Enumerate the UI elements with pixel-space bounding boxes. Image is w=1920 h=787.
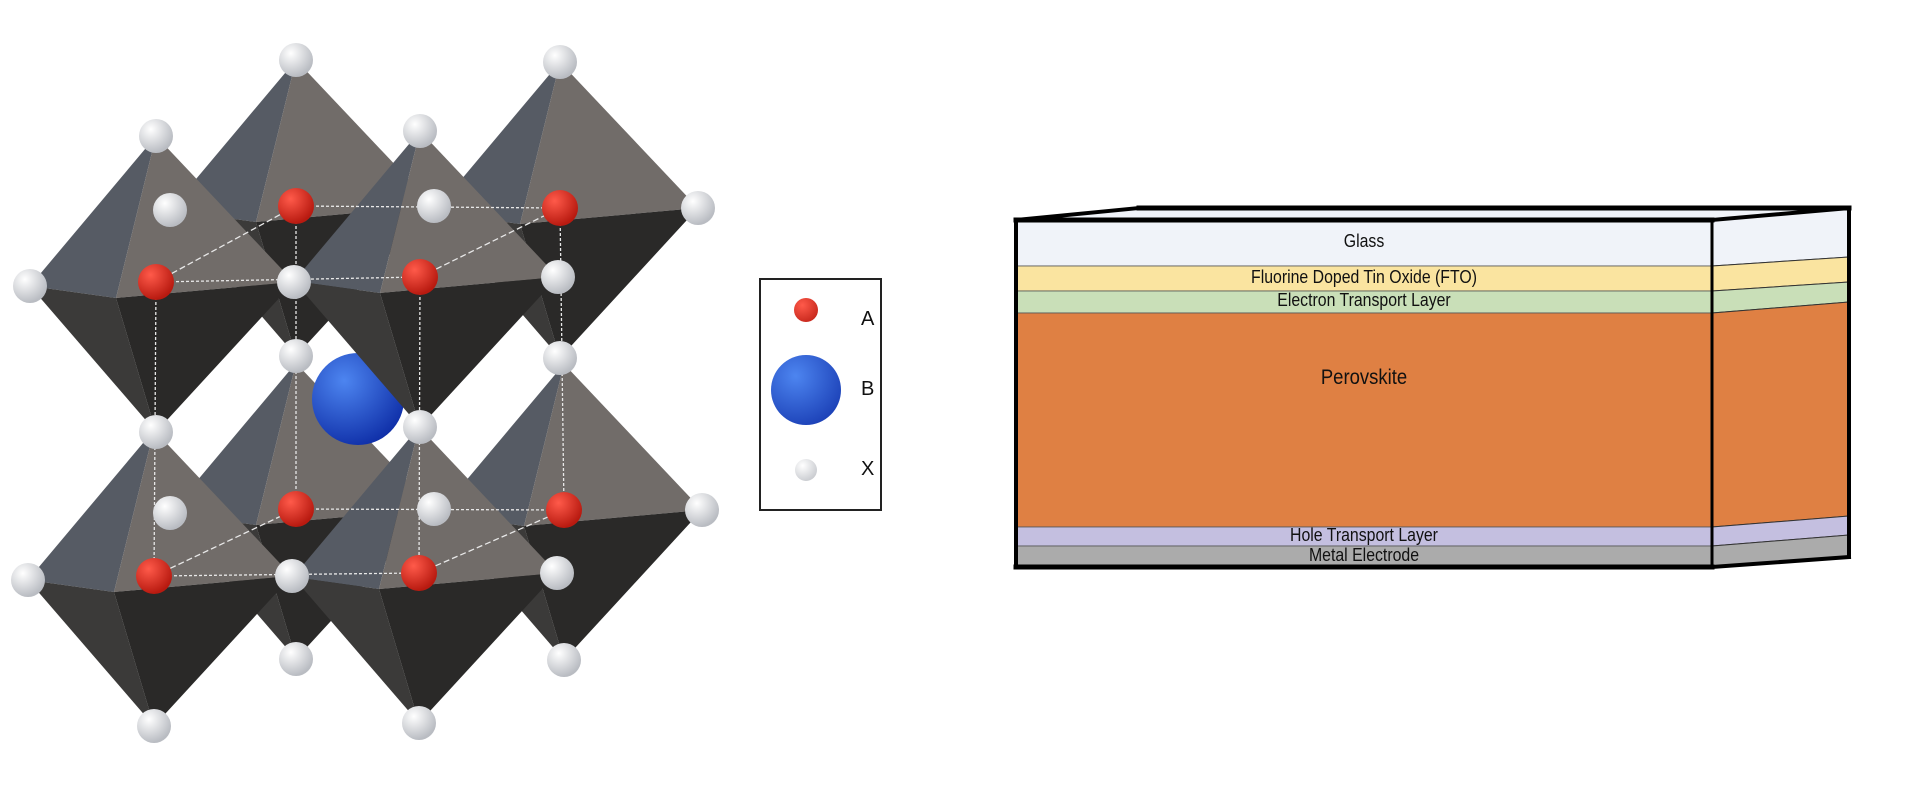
legend: A B X <box>759 278 882 511</box>
layer-side <box>1711 207 1850 267</box>
a-site-sphere <box>402 259 438 295</box>
x-site-sphere <box>139 119 173 153</box>
perovskite-crystal-structure <box>11 43 719 743</box>
unit-cell-edge <box>153 508 297 577</box>
legend-label: X <box>861 458 875 480</box>
x-site-sphere <box>137 709 171 743</box>
layer-side <box>1711 301 1850 528</box>
unit-cell-edge <box>418 509 565 574</box>
layer-label: Perovskite <box>1320 366 1408 390</box>
unit-cell-edge <box>418 276 421 574</box>
x-site-sphere <box>11 563 45 597</box>
octahedron-front <box>30 136 294 432</box>
layer-label: Hole Transport Layer <box>1290 524 1438 545</box>
a-site-sphere <box>546 492 582 528</box>
x-site-sphere <box>279 642 313 676</box>
x-site-sphere <box>403 114 437 148</box>
x-site-sphere <box>153 193 187 227</box>
x-site-sphere <box>402 706 436 740</box>
a-site-sphere <box>278 188 314 224</box>
layer-side <box>1711 534 1850 568</box>
legend-x-sphere <box>795 459 817 481</box>
octahedron-back <box>434 62 698 358</box>
x-site-sphere <box>681 191 715 225</box>
legend-label: B <box>861 378 875 400</box>
x-site-sphere <box>417 492 451 526</box>
layer-label: Glass <box>1343 231 1385 252</box>
octahedron-front <box>28 430 292 726</box>
octahedron-front <box>294 131 558 427</box>
x-site-sphere <box>543 341 577 375</box>
top-face <box>1016 208 1849 220</box>
layer-label: Fluorine Doped Tin Oxide (FTO) <box>1251 266 1477 287</box>
unit-cell-edge <box>419 207 561 278</box>
layer-label: Electron Transport Layer <box>1277 290 1451 311</box>
x-site-sphere <box>543 45 577 79</box>
x-site-sphere <box>417 189 451 223</box>
a-site-sphere <box>136 558 172 594</box>
legend-label: A <box>861 308 875 330</box>
legend-b-sphere <box>771 355 841 425</box>
a-site-sphere <box>278 491 314 527</box>
layer-label: Metal Electrode <box>1308 544 1420 565</box>
x-site-sphere <box>547 643 581 677</box>
x-site-sphere <box>13 269 47 303</box>
x-site-sphere <box>139 415 173 449</box>
x-site-sphere <box>279 339 313 373</box>
a-site-sphere <box>542 190 578 226</box>
box-edge <box>1709 205 1852 223</box>
layer-front <box>1015 312 1713 528</box>
x-site-sphere <box>279 43 313 77</box>
x-site-sphere <box>277 265 311 299</box>
box-edge <box>1013 205 1142 223</box>
legend-a-sphere <box>794 298 818 322</box>
x-site-sphere <box>153 496 187 530</box>
x-site-sphere <box>275 559 309 593</box>
box-edge <box>1709 554 1852 570</box>
x-site-sphere <box>540 556 574 590</box>
x-site-sphere <box>685 493 719 527</box>
x-site-sphere <box>541 260 575 294</box>
octahedron-front <box>293 427 557 723</box>
layer-side <box>1711 256 1850 292</box>
a-site-sphere <box>401 555 437 591</box>
layer-side <box>1711 515 1850 547</box>
a-site-sphere <box>138 264 174 300</box>
x-site-sphere <box>403 410 437 444</box>
layer-side <box>1711 281 1850 314</box>
